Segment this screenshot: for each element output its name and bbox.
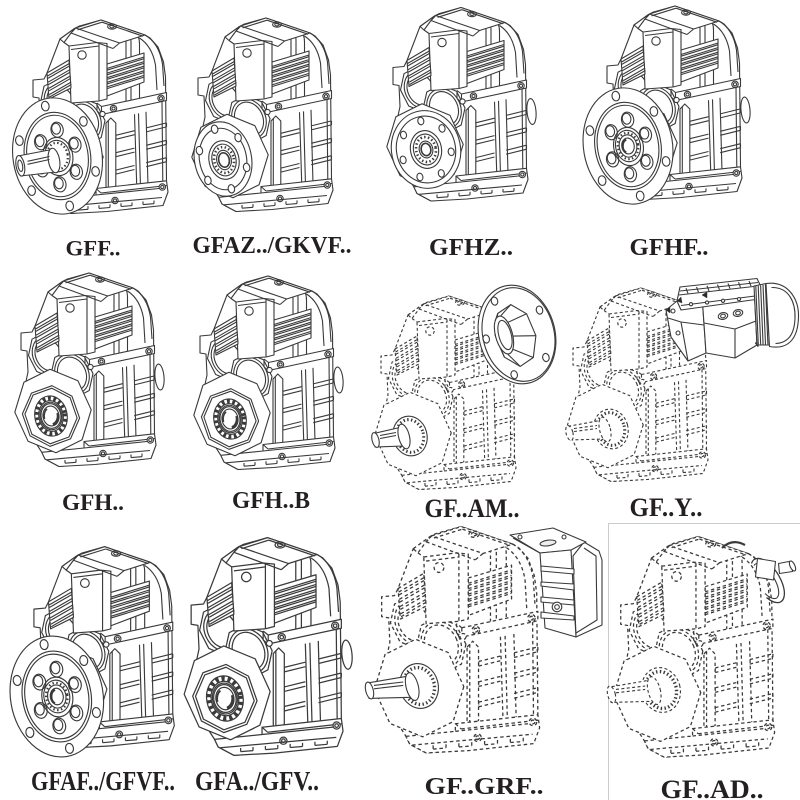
svg-text:GFHF..: GFHF..	[630, 235, 709, 261]
svg-text:GFAF../GFVF..: GFAF../GFVF..	[31, 766, 175, 796]
svg-text:GF..Y..: GF..Y..	[630, 493, 703, 522]
svg-text:GFA../GFV..: GFA../GFV..	[195, 766, 319, 796]
svg-text:GFH..B: GFH..B	[232, 488, 310, 514]
svg-text:GFF..: GFF..	[66, 236, 121, 261]
svg-text:GF..GRF..: GF..GRF..	[425, 774, 544, 800]
svg-text:GFAZ../GKVF..: GFAZ../GKVF..	[193, 233, 352, 259]
svg-text:GF..AM..: GF..AM..	[425, 494, 520, 523]
svg-text:GF..AD..: GF..AD..	[661, 775, 764, 800]
svg-text:GFH..: GFH..	[62, 490, 124, 515]
svg-text:GFHZ..: GFHZ..	[429, 235, 513, 261]
